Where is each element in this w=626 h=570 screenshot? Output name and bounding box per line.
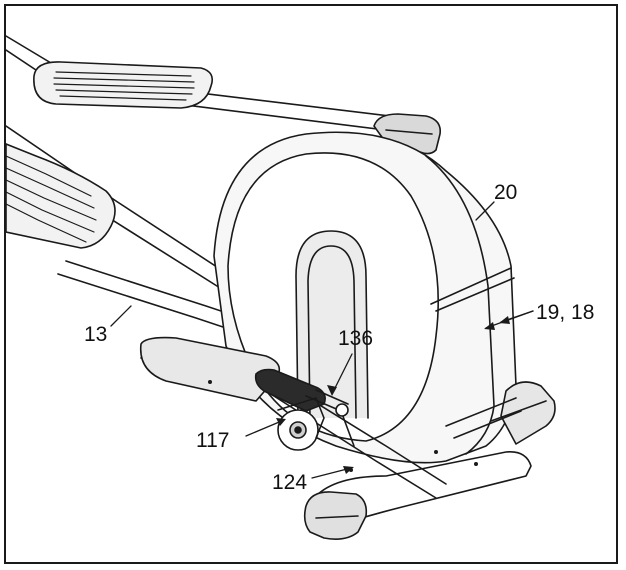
shroud-side-seam (425, 155, 495, 455)
arrowhead-19-b (484, 322, 495, 330)
arrowhead-124 (343, 466, 354, 474)
front-foot-left (303, 491, 368, 540)
shroud-inner-opening (295, 230, 369, 419)
upper-pedal-treads (53, 71, 195, 101)
callout-124: 124 (272, 471, 308, 494)
arrowhead-19-a (499, 316, 510, 324)
rear-stabilizer (500, 381, 556, 445)
leader-20 (475, 201, 495, 221)
leader-117 (245, 419, 285, 437)
callout-19-18: 19, 18 (536, 301, 595, 324)
elliptical-illustration (6, 35, 556, 540)
arrowhead-117 (276, 418, 286, 426)
diagram-frame: 20 19, 18 13 136 117 124 (4, 4, 618, 564)
rear-cross-bar (445, 397, 522, 439)
callout-117: 117 (196, 429, 230, 452)
arrowhead-136 (327, 385, 337, 396)
left-base-plate (139, 336, 281, 402)
leader-13 (110, 305, 132, 327)
lower-pedal-treads (6, 155, 97, 243)
callout-136: 136 (338, 327, 374, 350)
lower-pedal (6, 143, 116, 249)
callout-20: 20 (494, 181, 518, 204)
upper-pivot-bracket (373, 113, 442, 155)
callout-13: 13 (84, 323, 108, 346)
leader-19-18-b (485, 310, 534, 329)
small-pivot (335, 403, 349, 417)
upper-pedal (33, 61, 214, 109)
shroud-front-seam (430, 267, 512, 305)
front-stabilizer (315, 450, 532, 527)
